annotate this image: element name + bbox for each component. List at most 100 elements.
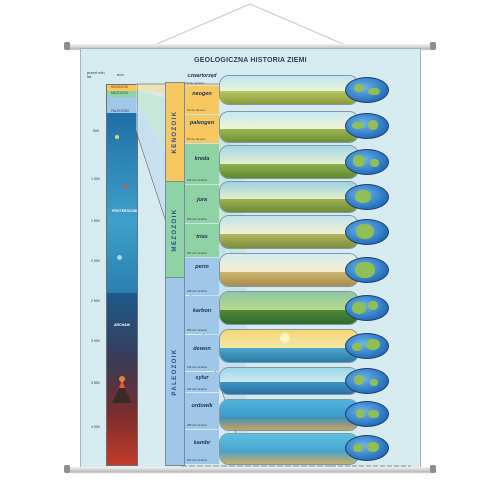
scene-ground — [220, 416, 358, 430]
continent — [370, 379, 378, 386]
scene-sylur — [219, 367, 359, 395]
top-rod-right-cap — [430, 42, 436, 50]
period-name: ordowik — [191, 403, 213, 409]
globe-paleogen — [345, 113, 389, 139]
footer-fine-print — [331, 465, 411, 468]
eon-label-archaik: ARCHAIK — [114, 323, 131, 327]
scene-sky — [220, 434, 358, 451]
period-name: sylur — [195, 375, 209, 381]
period-ordowik: ordowik 488 mln. lat temu — [185, 393, 219, 429]
period-date: 145 mln. lat temu — [187, 179, 207, 182]
era-label-kenozoik: KENOZOIK — [172, 110, 178, 154]
continent — [352, 302, 366, 314]
sun-icon — [280, 333, 290, 343]
scene-jura — [219, 181, 359, 213]
scene-ground — [220, 128, 358, 142]
bottom-rod-right-cap — [430, 465, 436, 473]
continent — [355, 262, 375, 278]
period-date: 65 mln. lat temu — [187, 138, 206, 141]
footer-fine-print — [181, 465, 331, 468]
time-tick: 1 000 — [91, 177, 100, 181]
poster: GEOLOGICZNA HISTORIA ZIEMI przed mln lat… — [80, 48, 421, 470]
period-name: jura — [196, 197, 208, 203]
volcano-illustration — [112, 376, 132, 403]
band-label-paleozoik: PALEOZOIK — [111, 109, 130, 113]
organism-dot — [123, 185, 129, 188]
period-perm: perm 299 mln. lat temu — [185, 258, 219, 295]
period-date: 542 mln. lat temu — [187, 459, 207, 462]
period-name: dewon — [193, 346, 211, 352]
continent — [368, 410, 379, 418]
scene-sky — [220, 400, 358, 417]
era-label-paleozoik: PALEOZOIK — [172, 347, 178, 396]
top-hanger-rod — [66, 44, 434, 49]
globe-kreda — [345, 149, 389, 175]
time-tick: 2 500 — [91, 299, 100, 303]
period-sylur: sylur 444 mln. lat temu — [185, 372, 219, 392]
continent — [352, 343, 362, 351]
scene-kreda — [219, 145, 359, 179]
scene-ground — [220, 347, 358, 362]
period-neogen: neogen 23 mln. lat temu — [185, 86, 219, 114]
scene-ordowik — [219, 399, 359, 431]
scene-ground — [220, 198, 358, 212]
scene-ground — [220, 271, 358, 286]
period-date: 299 mln. lat temu — [187, 290, 207, 293]
scene-sky — [220, 76, 358, 92]
continent — [352, 122, 364, 129]
continent — [354, 375, 364, 385]
scene-ground — [220, 233, 358, 248]
scene-paleogen — [219, 111, 359, 143]
period-czwartorzed: czwartorzęd — [185, 73, 219, 82]
bottom-hanger-rod — [66, 467, 434, 472]
period-jura: jura 200 mln. lat temu — [185, 185, 219, 223]
era-block-mezozoik: MEZOZOIK — [165, 181, 185, 278]
continent — [354, 84, 364, 92]
continent — [368, 88, 380, 95]
column-band-proterozoik — [107, 113, 137, 293]
continent — [353, 444, 363, 452]
column-header-eon: eon — [117, 72, 124, 77]
period-name: kambr — [193, 440, 211, 446]
time-tick: 4 000 — [91, 425, 100, 429]
continent — [367, 442, 379, 452]
hanging-cord — [149, 3, 351, 48]
period-date: 488 mln. lat temu — [187, 424, 207, 427]
period-name: trias — [196, 234, 208, 240]
continent — [366, 339, 380, 350]
eon-label-proterozoik: PROTEROZOIK — [112, 209, 138, 213]
scene-ground — [220, 91, 358, 104]
scene-kambr — [219, 433, 359, 465]
continent — [356, 224, 374, 239]
period-karbon: karbon 359 mln. lat temu — [185, 296, 219, 334]
organism-dot — [117, 255, 122, 260]
scene-sky — [220, 112, 358, 129]
column-band-paleozoik — [107, 97, 137, 113]
scene-sky — [220, 254, 358, 272]
scene-sky — [220, 368, 358, 383]
continent — [368, 301, 378, 310]
time-tick: 3 500 — [91, 381, 100, 385]
period-name: czwartorzęd — [187, 73, 217, 79]
scene-neogen — [219, 75, 359, 105]
period-date: 444 mln. lat temu — [187, 388, 207, 391]
scene-ground — [220, 450, 358, 464]
period-name: neogen — [192, 91, 212, 97]
continent — [370, 159, 379, 167]
period-date: 251 mln. lat temu — [187, 252, 207, 255]
continent — [356, 409, 365, 418]
poster-title: GEOLOGICZNA HISTORIA ZIEMI — [194, 57, 307, 64]
column-band-kenozoik — [107, 85, 137, 91]
era-block-paleozoik: PALEOZOIK — [165, 277, 185, 466]
period-trias: trias 251 mln. lat temu — [185, 224, 219, 257]
globe-karbon — [345, 295, 389, 321]
time-tick: 500 — [93, 129, 99, 133]
scene-trias — [219, 215, 359, 249]
globe-jura — [345, 184, 389, 210]
globe-ordowik — [345, 401, 389, 427]
period-name: karbon — [192, 308, 212, 314]
organism-dot — [115, 135, 119, 139]
column-header-time: przed mln lat — [87, 70, 105, 79]
band-label-kenozoik: KENOZOIK — [111, 85, 129, 89]
period-date: 23 mln. lat temu — [187, 109, 206, 112]
